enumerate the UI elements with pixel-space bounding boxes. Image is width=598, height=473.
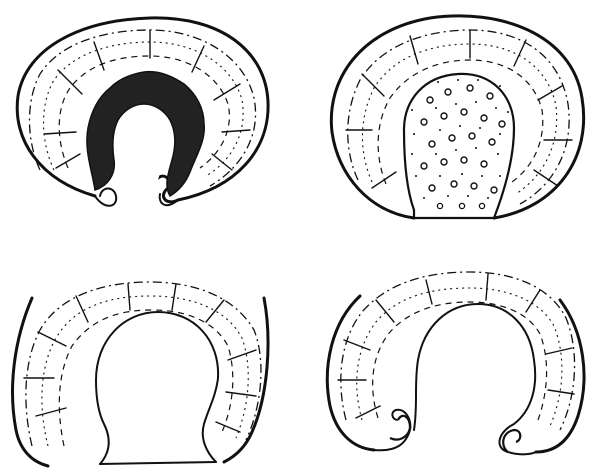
growth-ring-3 [59, 310, 232, 446]
growth-ring-2 [357, 288, 562, 426]
base-line [100, 462, 216, 464]
left-curl [95, 189, 116, 206]
stippled-core [404, 74, 514, 218]
ragged-core-hollow [119, 110, 168, 186]
panel-bottom-right [327, 272, 584, 454]
growth-ring-3 [373, 302, 547, 420]
panel-bottom-left [13, 282, 268, 466]
growth-ring-1 [26, 282, 261, 446]
growth-ring-1 [341, 272, 575, 430]
radial-ticks [24, 284, 256, 432]
panel-top-left [17, 18, 268, 206]
right-curl [503, 430, 520, 452]
panel-top-right [331, 16, 583, 218]
outer-rim-left [327, 296, 374, 450]
core-outline [96, 312, 218, 464]
left-curl [390, 416, 410, 440]
outer-rim-right [224, 298, 268, 462]
